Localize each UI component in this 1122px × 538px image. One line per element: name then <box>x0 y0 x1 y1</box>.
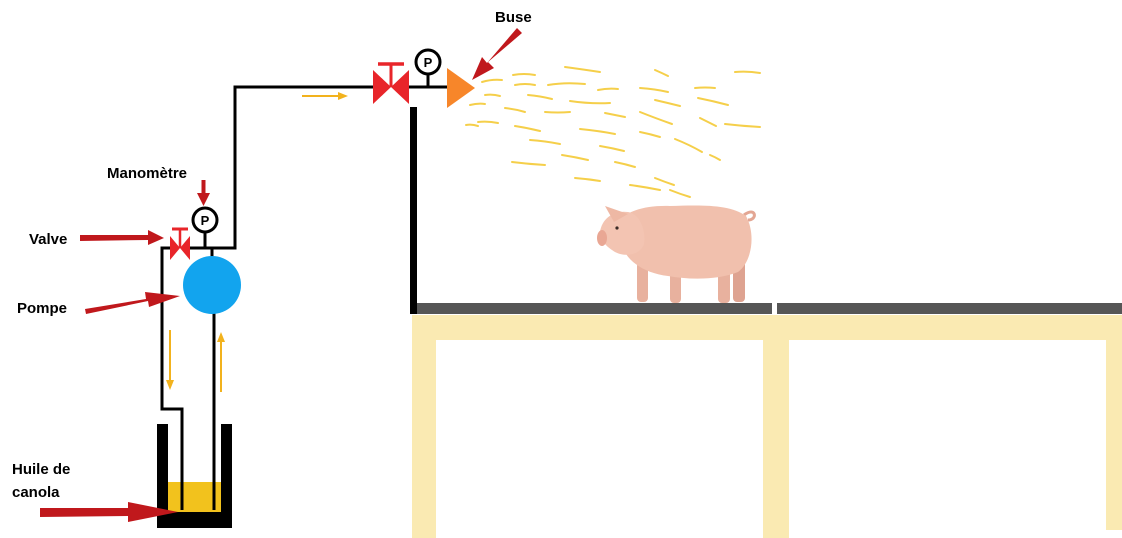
table-top-left <box>417 303 772 314</box>
gauge-symbol: P <box>201 213 210 228</box>
huile-arrow <box>40 502 178 522</box>
pig-eye <box>615 226 619 230</box>
pressure-gauge-icon: P <box>191 206 219 247</box>
manometre-arrow <box>197 180 210 206</box>
nozzle-gauge-symbol: P <box>424 55 433 70</box>
flow-arrow-up <box>217 332 225 392</box>
suction-pipe <box>160 246 184 510</box>
huile-label-line1: Huile de <box>12 461 70 478</box>
pig-body <box>614 205 752 279</box>
pompe-arrow <box>85 292 180 314</box>
tank-wall-right <box>221 424 232 528</box>
nozzle-pressure-gauge-icon: P <box>414 48 442 87</box>
table-leg-left <box>412 315 436 538</box>
discharge-pipe <box>190 85 378 250</box>
flow-arrow-down <box>166 330 174 390</box>
tank-wall-left <box>157 424 168 528</box>
buse-label: Buse <box>495 9 532 26</box>
huile-label-line2: canola <box>12 484 60 501</box>
tank-bottom <box>157 512 232 528</box>
pig-tail <box>743 210 756 222</box>
pig-snout <box>597 230 607 246</box>
table-top-right <box>777 303 1122 314</box>
oil-spray <box>465 66 761 198</box>
flow-arrow-right <box>302 92 348 100</box>
buse-arrow <box>472 28 522 80</box>
platform-table <box>412 303 1122 538</box>
pig-icon <box>597 205 756 303</box>
table-leg-right <box>1106 315 1122 530</box>
pig-ear <box>605 206 628 222</box>
pig-head <box>600 211 645 255</box>
table-leg-middle <box>763 315 789 538</box>
label-arrows <box>40 28 522 522</box>
pompe-label: Pompe <box>17 300 67 317</box>
valve-icon <box>170 227 190 260</box>
valve-label: Valve <box>29 231 67 248</box>
flow-arrows <box>166 92 348 392</box>
nozzle-icon <box>447 68 475 108</box>
support-post <box>410 107 417 314</box>
valve-arrow <box>80 230 164 245</box>
manometre-label: Manomètre <box>107 165 187 182</box>
main-valve-icon <box>373 62 409 104</box>
pump-icon <box>183 256 241 314</box>
